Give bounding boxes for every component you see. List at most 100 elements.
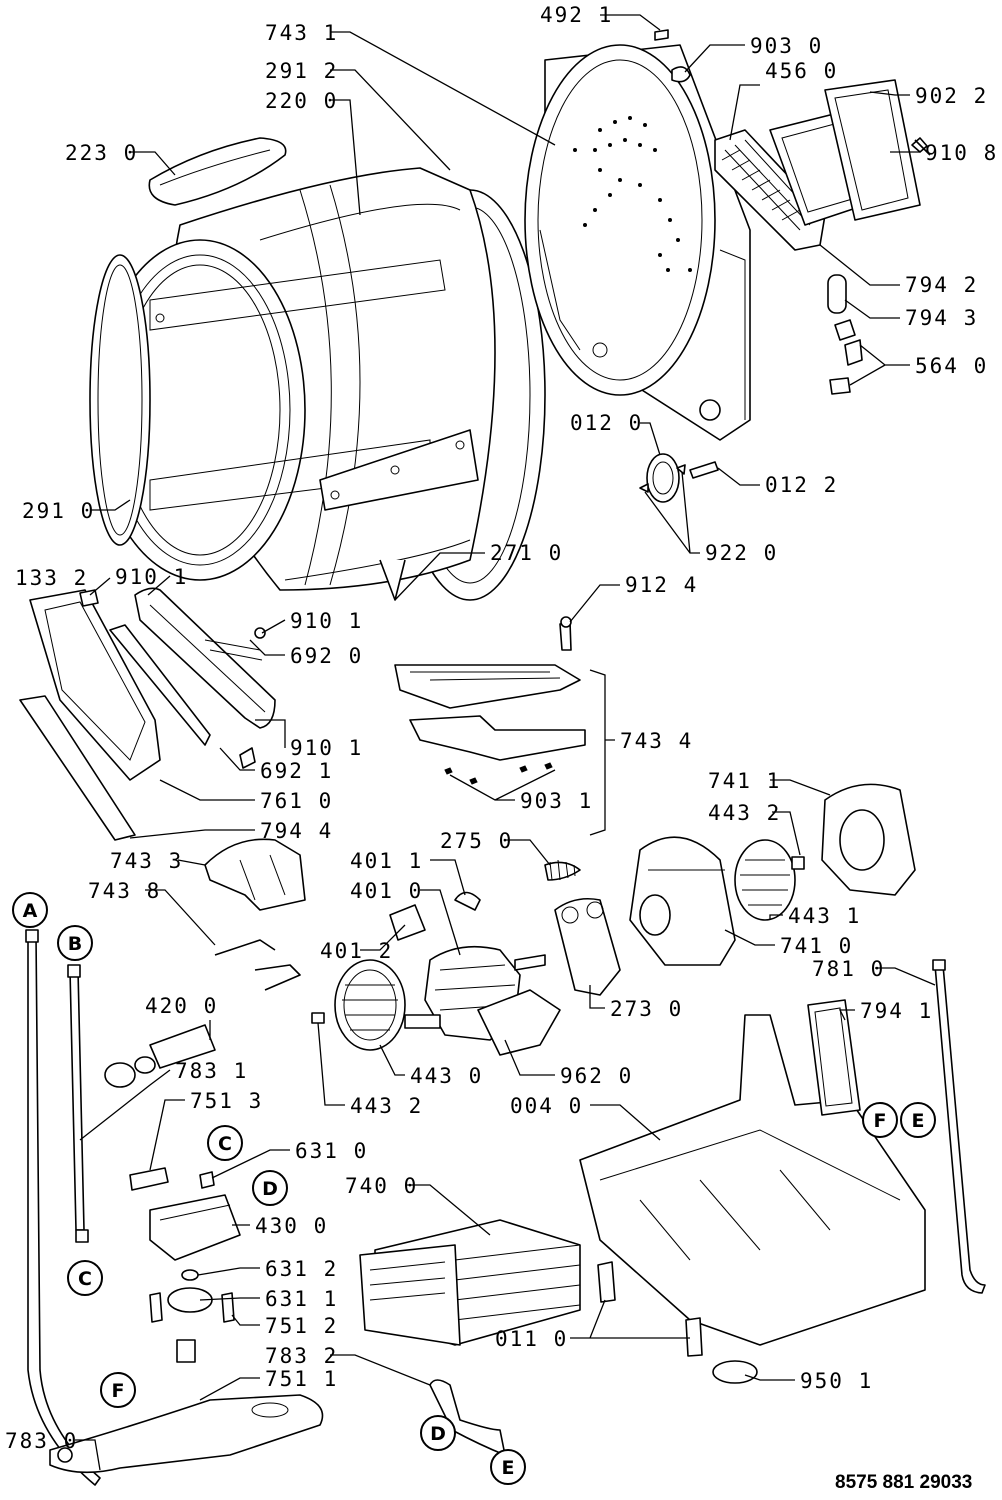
callout-443-2a: 443 2 [708, 801, 781, 825]
seal-794-3-part [827, 274, 847, 314]
callout-273-0: 273 0 [610, 997, 683, 1021]
callout-794-1: 794 1 [860, 999, 933, 1023]
callout-741-0: 741 0 [780, 934, 853, 958]
leader-lines [75, 14, 936, 1471]
callout-011-0: 011 0 [495, 1327, 568, 1351]
callout-275-0: 275 0 [440, 829, 513, 853]
hose-A-part [25, 929, 101, 1486]
callout-012-0: 012 0 [570, 411, 643, 435]
callout-922-0: 922 0 [705, 541, 778, 565]
callout-912-4: 912 4 [625, 573, 698, 597]
callout-751-3: 751 3 [190, 1089, 263, 1113]
drum-assembly [89, 167, 546, 601]
callout-443-2b: 443 2 [350, 1094, 423, 1118]
feet-011-part [597, 1261, 703, 1357]
connector-letter: C [78, 1268, 92, 1290]
connector-e1: E [490, 1449, 526, 1485]
impeller-443-1-part [734, 839, 796, 921]
connector-f2: F [862, 1102, 898, 1138]
callout-794-3: 794 3 [905, 306, 978, 330]
connector-letter: D [430, 1423, 446, 1445]
callout-910-1c: 910 1 [290, 736, 363, 760]
heater-740-part [359, 1219, 581, 1346]
base-004-part [579, 1014, 926, 1346]
nut-443-2a-part [791, 856, 805, 870]
callout-743-3: 743 3 [110, 849, 183, 873]
callout-741-1: 741 1 [708, 769, 781, 793]
callout-903-0: 903 0 [750, 34, 823, 58]
callout-794-4: 794 4 [260, 819, 333, 843]
bracket-751-3-part [129, 1167, 169, 1191]
callout-223-0: 223 0 [65, 141, 138, 165]
callout-631-0: 631 0 [295, 1139, 368, 1163]
seal-794-1-part [807, 999, 861, 1116]
callout-743-8: 743 8 [88, 879, 161, 903]
callout-004-0: 004 0 [510, 1094, 583, 1118]
spring-clips-564-part [829, 319, 863, 395]
connector-circle [900, 1102, 936, 1138]
callout-631-1: 631 1 [265, 1287, 338, 1311]
callout-740-0: 740 0 [345, 1174, 418, 1198]
callout-781-0: 781 0 [812, 957, 885, 981]
connector-letter: F [112, 1380, 125, 1402]
callout-133-2: 133 2 [15, 566, 88, 590]
connector-letter: E [502, 1457, 515, 1479]
connector-751-2-part [176, 1339, 196, 1363]
wire-743-8-part [214, 939, 301, 991]
gasket-frame-part [769, 79, 921, 226]
connector-c2: C [207, 1125, 243, 1161]
callout-220-0: 220 0 [265, 89, 338, 113]
callout-794-2: 794 2 [905, 273, 978, 297]
rear-panel-holes [573, 116, 692, 272]
callout-692-1: 692 1 [260, 759, 333, 783]
thermal-fuse-631-1-part [149, 1287, 235, 1323]
callout-291-2: 291 2 [265, 59, 338, 83]
connector-circle [252, 1170, 288, 1206]
callout-910-8: 910 8 [925, 141, 998, 165]
connector-letter: A [23, 900, 38, 922]
callout-903-1: 903 1 [520, 789, 593, 813]
fan-housing-741-1-part [821, 783, 916, 896]
connector-circle [67, 1260, 103, 1296]
connector-c1: C [67, 1260, 103, 1296]
thermostat-420-part [104, 1024, 216, 1088]
connector-b1: B [57, 925, 93, 961]
callout-012-2: 012 2 [765, 473, 838, 497]
callout-456-0: 456 0 [765, 59, 838, 83]
hose-B-part [67, 964, 89, 1243]
grommet-950-part [712, 1360, 758, 1384]
connector-a1: A [12, 892, 48, 928]
connector-d1: D [252, 1170, 288, 1206]
connector-circle [100, 1372, 136, 1408]
drum-lifter-part [148, 137, 287, 206]
connector-letter: F [874, 1110, 887, 1132]
document-number: 8575 881 29033 [835, 1472, 972, 1493]
callout-783-1: 783 1 [175, 1059, 248, 1083]
callout-751-2: 751 2 [265, 1314, 338, 1338]
connector-d2: D [420, 1415, 456, 1451]
callout-631-2: 631 2 [265, 1257, 338, 1281]
callout-401-0: 401 0 [350, 879, 423, 903]
rear-panel-assembly [524, 44, 751, 441]
washer-631-2-part [181, 1269, 199, 1281]
callout-783-2: 783 2 [265, 1344, 338, 1368]
callout-902-2: 902 2 [915, 84, 988, 108]
nut-443-2-part [311, 1012, 325, 1024]
callout-401-1: 401 1 [350, 849, 423, 873]
callout-271-0: 271 0 [490, 541, 563, 565]
connector-letter: E [912, 1110, 925, 1132]
clip-631-0-part [199, 1171, 215, 1189]
callout-692-0: 692 0 [290, 644, 363, 668]
air-duct-743-4-part [394, 616, 586, 785]
callout-743-1: 743 1 [265, 21, 338, 45]
callout-910-1b: 910 1 [290, 609, 363, 633]
callout-564-0: 564 0 [915, 354, 988, 378]
callout-291-0: 291 0 [22, 499, 95, 523]
idler-273-part [554, 897, 621, 996]
connector-circle [420, 1415, 456, 1451]
connector-circle [12, 892, 48, 928]
callout-751-1: 751 1 [265, 1367, 338, 1391]
callout-761-0: 761 0 [260, 789, 333, 813]
connector-circle [862, 1102, 898, 1138]
cable-751-1-part [49, 1394, 324, 1474]
